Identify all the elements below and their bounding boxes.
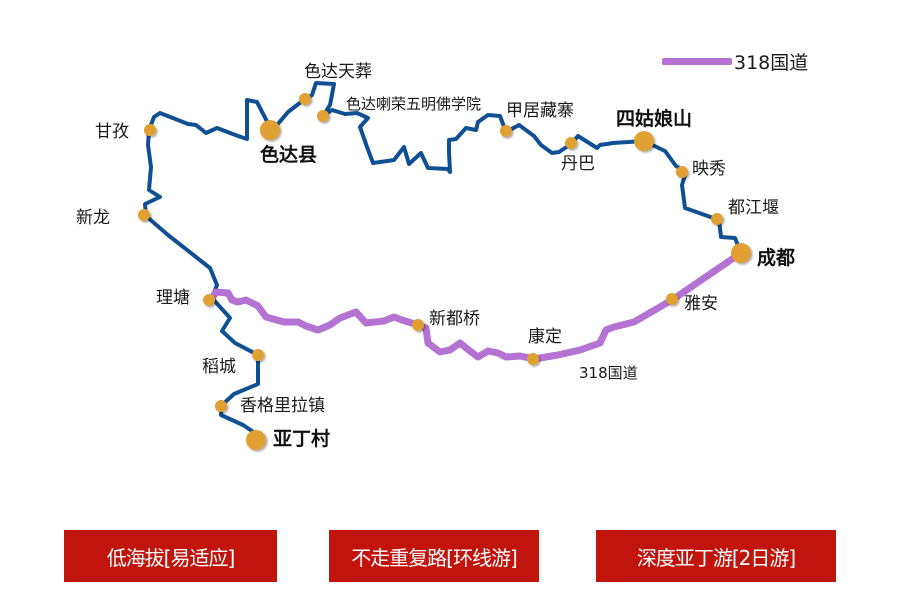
place-label: 映秀 [692, 159, 726, 179]
place-label: 新龙 [76, 208, 110, 228]
map-legend: 318国道 [662, 48, 808, 75]
stop-yaan [666, 293, 678, 305]
stop-ganzi [144, 124, 156, 136]
place-label: 都江堰 [728, 198, 779, 218]
tag-loop-tour: 不走重复路[环线游] [329, 530, 539, 582]
place-label: 稻城 [202, 357, 236, 377]
national-road-318-line [208, 249, 745, 363]
place-label: 甘孜 [95, 122, 129, 142]
stop-yading [246, 430, 266, 450]
stop-dujiangyan [711, 213, 723, 225]
tag-low-altitude: 低海拔[易适应] [64, 530, 277, 582]
stop-daocheng [252, 349, 264, 361]
place-label: 雅安 [684, 294, 718, 314]
tag-yading-tour: 深度亚丁游[2日游] [596, 530, 836, 582]
stop-sedatianzang [299, 93, 311, 105]
stop-larung-gar [317, 110, 329, 122]
place-label: 香格里拉镇 [240, 396, 325, 416]
stop-xinlong [138, 209, 150, 221]
place-label: 新都桥 [429, 309, 480, 329]
place-label: 色达县 [260, 144, 318, 166]
road-318-label: 318国道 [579, 364, 638, 382]
stop-litang [203, 294, 215, 306]
stop-xinduqiao [412, 319, 424, 331]
place-label: 康定 [528, 327, 562, 347]
stop-danba [565, 137, 577, 149]
place-label: 理塘 [156, 288, 190, 308]
place-label: 亚丁村 [273, 428, 331, 450]
stop-shangrila [215, 400, 227, 412]
stop-chengdu [731, 243, 751, 263]
place-label: 色达喇荣五明佛学院 [346, 95, 482, 113]
stop-yingxiu [676, 166, 688, 178]
stop-kangding [527, 353, 539, 365]
legend-318-label: 318国道 [734, 52, 809, 74]
legend-318-swatch [662, 58, 732, 65]
stop-markers [138, 93, 751, 450]
place-label: 色达天葬 [304, 62, 372, 82]
place-label: 成都 [757, 247, 796, 269]
stop-jiaju [500, 125, 512, 137]
place-label: 甲居藏寨 [506, 101, 574, 121]
stop-sedaxian [260, 120, 280, 140]
stop-siguniang [634, 131, 654, 151]
place-label: 四姑娘山 [616, 108, 693, 130]
place-label: 丹巴 [561, 154, 595, 174]
